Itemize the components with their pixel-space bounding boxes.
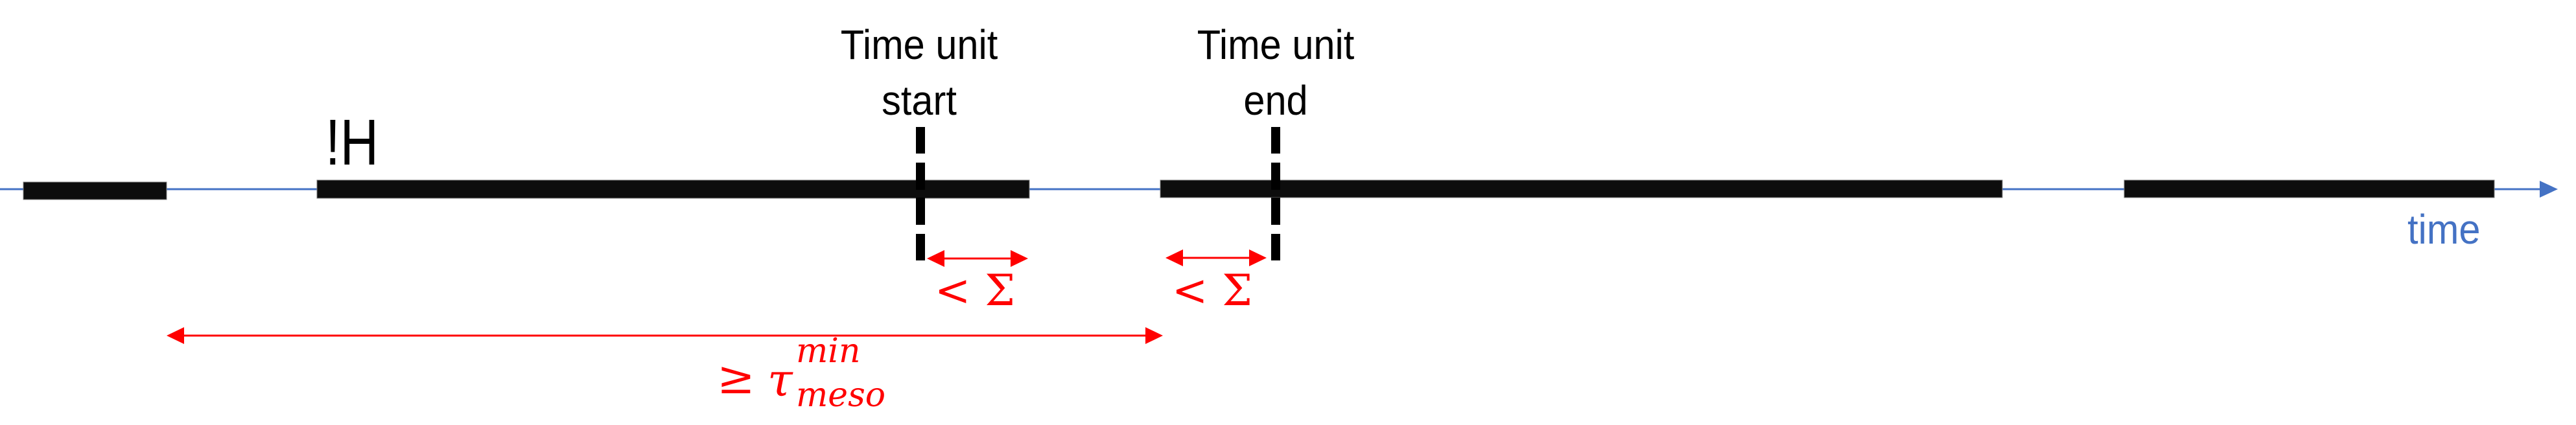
min-duration-double-arrow (167, 327, 1163, 344)
gap-end-annotation: <Σ (1172, 270, 1252, 312)
time-unit-start-marker (916, 127, 925, 260)
less-than-symbol: < (935, 266, 971, 316)
segment-1 (23, 181, 167, 200)
less-than-symbol: < (1172, 266, 1208, 316)
gap-start-annotation: <Σ (935, 270, 1015, 312)
min-duration-formula: ≥ τ min meso (717, 334, 905, 420)
time-unit-end-line1: Time unit (1197, 21, 1355, 68)
time-unit-end-marker (1271, 127, 1280, 260)
segment-2 (316, 179, 1030, 199)
gap-end-double-arrow (1165, 249, 1267, 266)
segments (23, 179, 2495, 200)
segment-3 (1160, 179, 2003, 198)
arrowhead-right-icon (1145, 327, 1163, 344)
arrowhead-left-icon (167, 327, 184, 344)
time-unit-end-line2: end (1243, 77, 1308, 124)
superscript-min: min (796, 332, 861, 371)
tau-symbol: τ (767, 354, 793, 407)
gap-start-double-arrow (927, 250, 1028, 267)
segment-label: !H (325, 106, 379, 179)
time-unit-start-line1: Time unit (840, 21, 998, 68)
arrowhead-left-icon (1165, 249, 1183, 266)
axis-arrowhead-icon (2540, 181, 2558, 198)
arrowhead-left-icon (927, 250, 944, 267)
sigma-symbol: Σ (1222, 266, 1252, 316)
time-unit-start-label: Time unit start (829, 17, 1010, 128)
time-unit-start-line2: start (882, 77, 957, 124)
sigma-symbol: Σ (985, 266, 1015, 316)
segment-4 (2124, 179, 2495, 198)
time-axis-label: time (2407, 206, 2481, 253)
arrowhead-right-icon (1011, 250, 1028, 267)
subscript-meso: meso (796, 376, 886, 415)
arrowhead-right-icon (1249, 249, 1267, 266)
geq-symbol: ≥ (717, 351, 755, 404)
time-unit-end-label: Time unit end (1186, 17, 1366, 128)
